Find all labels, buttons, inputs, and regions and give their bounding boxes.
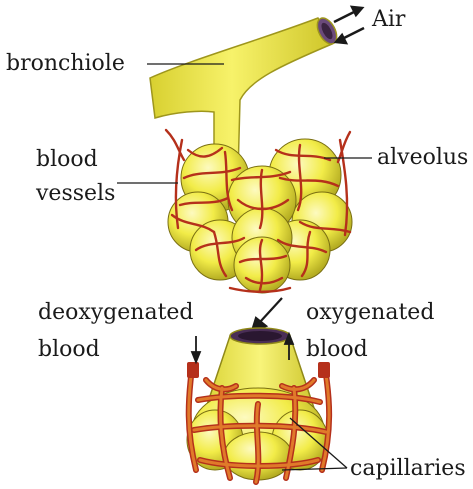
label-capillaries: capillaries <box>350 456 466 482</box>
label-deoxygenated-line1: deoxygenated <box>38 300 194 326</box>
label-bronchiole: bronchiole <box>6 51 125 77</box>
alveoli-cluster <box>168 139 352 293</box>
label-oxygenated-line1: oxygenated <box>306 300 434 326</box>
label-blood-vessels-line1: blood <box>36 147 98 173</box>
label-alveolus: alveolus <box>377 145 468 171</box>
label-oxygenated-line2: blood <box>306 337 368 363</box>
label-air: Air <box>372 7 405 33</box>
zoom-arrow <box>252 298 282 331</box>
air-arrows <box>334 7 364 43</box>
label-deoxygenated-line2: blood <box>38 337 100 363</box>
label-blood-vessels-line2: vessels <box>36 181 115 207</box>
